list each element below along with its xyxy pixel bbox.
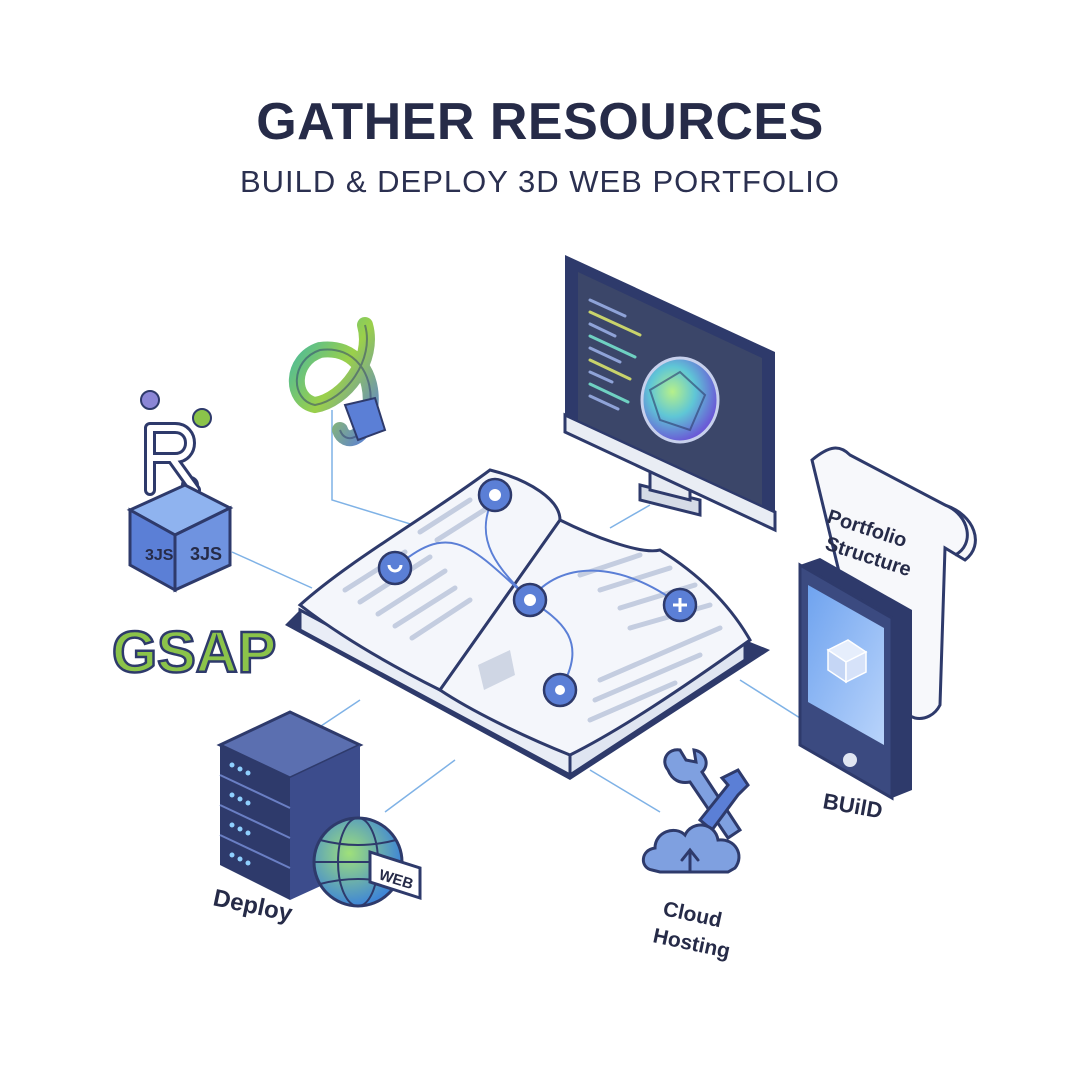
gsap-logo-icon: GSAP bbox=[111, 619, 278, 687]
cloud-hosting-line2: Hosting bbox=[651, 924, 732, 963]
connector-cloud-book bbox=[589, 769, 661, 813]
connector-swirl-book bbox=[331, 410, 431, 531]
threejs-label: 3JS bbox=[190, 544, 222, 564]
cube-side-label: 3JS bbox=[145, 547, 174, 564]
scroll-icon: Portfolio Structure bbox=[810, 446, 977, 720]
connector-tablet-book bbox=[739, 679, 801, 719]
server-icon: Deploy bbox=[211, 710, 364, 928]
flow-node-left bbox=[377, 550, 413, 586]
flow-node-right bbox=[662, 587, 698, 623]
web-tag: WEB bbox=[368, 849, 422, 901]
connector-monitor-book bbox=[609, 504, 651, 529]
book-icon bbox=[285, 468, 770, 780]
monitor-icon bbox=[563, 255, 777, 533]
flow-node-bottom bbox=[542, 672, 578, 708]
tablet-icon: BUilD bbox=[798, 558, 912, 823]
globe-icon: WEB bbox=[312, 816, 422, 908]
react-icon bbox=[140, 390, 212, 496]
connector-3js-book bbox=[231, 551, 313, 589]
page-title: GATHER RESOURCES bbox=[256, 93, 824, 151]
gsap-label: GSAP bbox=[112, 620, 276, 685]
tools-icon bbox=[663, 748, 750, 841]
build-label: BUilD bbox=[821, 788, 884, 823]
cube-icon: 3JS 3JS bbox=[126, 483, 234, 593]
connector-lines bbox=[231, 410, 801, 813]
swirl-logo-icon bbox=[288, 317, 387, 447]
flow-node-top bbox=[477, 477, 513, 513]
flow-node-center bbox=[512, 582, 548, 618]
cloud-icon: Cloud Hosting bbox=[641, 823, 741, 963]
page-subtitle: BUILD & DEPLOY 3D WEB PORTFOLIO bbox=[239, 164, 841, 199]
connector-globe-book bbox=[384, 759, 456, 813]
